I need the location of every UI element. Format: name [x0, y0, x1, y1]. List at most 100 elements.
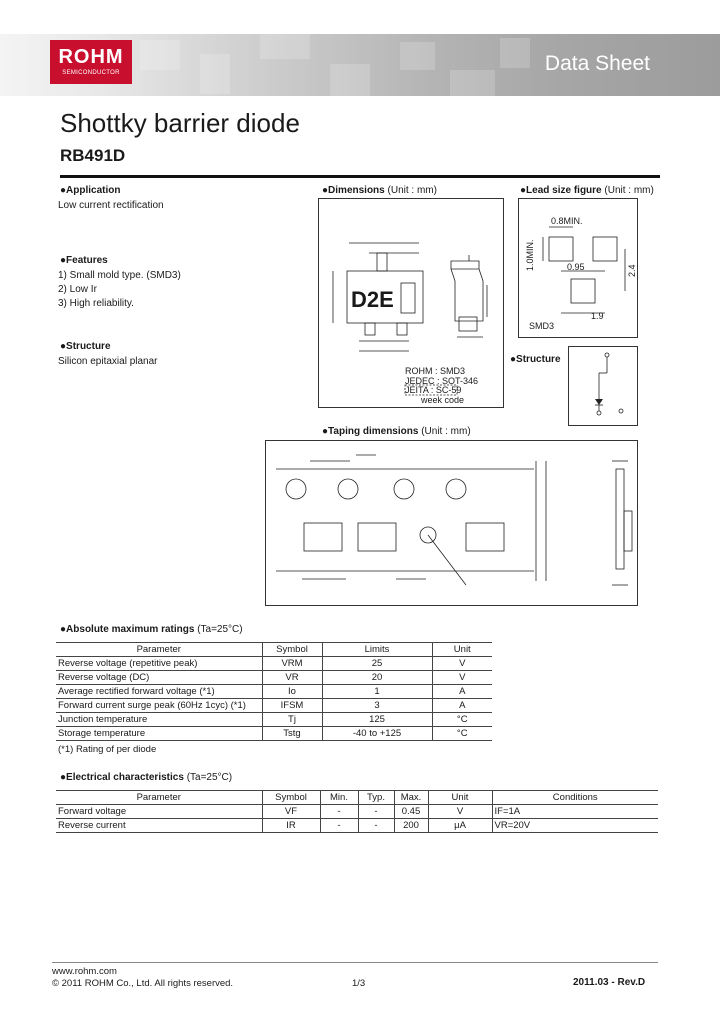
cell: -	[319, 804, 358, 819]
cell: Reverse voltage (DC)	[56, 670, 262, 685]
structure-figure	[568, 346, 638, 426]
cell: 125	[321, 712, 432, 727]
doc-type: Data Sheet	[544, 52, 650, 75]
cell: Forward voltage	[56, 804, 262, 819]
feature-item: 1) Small mold type. (SMD3)	[58, 270, 181, 281]
table-row: Storage temperature Tstg -40 to +125 °C	[56, 726, 492, 741]
diode-symbol	[595, 352, 624, 416]
col-header: Max.	[393, 790, 428, 805]
lead-label-24: 2.4	[627, 264, 637, 277]
table-row: Reverse current IR - - 200 μA VR=20V	[56, 818, 658, 833]
dimensions-unit: (Unit : mm)	[387, 185, 437, 196]
cell: Io	[261, 684, 322, 699]
col-header: Parameter	[56, 790, 262, 805]
cell: -40 to +125	[321, 726, 432, 741]
table-header-row: Parameter Symbol Min. Typ. Max. Unit Con…	[56, 790, 658, 805]
lead-label-smd3: SMD3	[529, 321, 555, 331]
cell: 0.45	[393, 804, 428, 819]
cell: IF=1A	[491, 804, 658, 819]
table-row: Forward voltage VF - - 0.45 V IF=1A	[56, 804, 658, 819]
structure-heading-text: Structure	[66, 341, 111, 352]
cell: Average rectified forward voltage (*1)	[56, 684, 262, 699]
col-header: Parameter	[56, 642, 262, 657]
logo-subtext: SEMICONDUCTOR	[62, 70, 120, 76]
taping-drawing	[276, 454, 633, 586]
rohm-logo: ROHM SEMICONDUCTOR	[50, 40, 132, 84]
taping-heading-text: Taping dimensions	[328, 426, 419, 437]
col-header: Limits	[321, 642, 432, 657]
footer-copyright: © 2011 ROHM Co., Ltd. All rights reserve…	[52, 978, 234, 989]
footer-rule	[52, 962, 658, 963]
package-line: JEDEC : SOT-346	[405, 375, 479, 386]
table-row: Reverse voltage (repetitive peak) VRM 25…	[56, 656, 492, 671]
page-title: Shottky barrier diode	[60, 108, 300, 138]
dimensions-heading-text: Dimensions	[328, 185, 385, 196]
table-row: Average rectified forward voltage (*1) I…	[56, 684, 492, 699]
cell: VRM	[261, 656, 322, 671]
cell: V	[427, 804, 492, 819]
cell: IFSM	[261, 698, 322, 713]
application-heading-text: Application	[66, 185, 121, 196]
abs-max-note: (*1) Rating of per diode	[58, 744, 157, 755]
col-header: Symbol	[261, 790, 320, 805]
abs-max-heading-text: Absolute maximum ratings	[66, 624, 195, 635]
table-row: Junction temperature Tj 125 °C	[56, 712, 492, 727]
col-header: Unit	[427, 790, 492, 805]
dimensions-heading: ●Dimensions (Unit : mm)	[322, 185, 437, 196]
cell: Junction temperature	[56, 712, 262, 727]
package-line: ROHM : SMD3	[405, 366, 466, 376]
table-row: Forward current surge peak (60Hz 1cyc) (…	[56, 698, 492, 713]
elec-heading: ●Electrical characteristics (Ta=25°C)	[60, 772, 233, 783]
package-info: ROHM : SMD3 JEDEC : SOT-346 JEITA : SC-5…	[405, 366, 479, 405]
abs-max-table: Parameter Symbol Limits Unit Reverse vol…	[56, 642, 492, 741]
col-header: Unit	[431, 642, 492, 657]
cell: 1	[321, 684, 432, 699]
cell: VR	[261, 670, 322, 685]
cell: °C	[431, 712, 492, 727]
cell: A	[431, 684, 492, 699]
package-line: JEITA : SC-59	[405, 385, 462, 395]
cell: 25	[321, 656, 432, 671]
elec-heading-text: Electrical characteristics	[66, 772, 184, 783]
cell: IR	[261, 818, 320, 833]
revision: 2011.03 - Rev.D	[573, 977, 646, 988]
lead-label-10: 1.0MIN.	[525, 239, 535, 271]
cell: Tj	[261, 712, 322, 727]
structure-heading: ●Structure	[60, 341, 111, 352]
elec-table: Parameter Symbol Min. Typ. Max. Unit Con…	[56, 790, 658, 833]
logo-text: ROHM	[58, 46, 124, 68]
cell: μA	[427, 818, 492, 833]
lead-label-095: 0.95	[567, 262, 585, 272]
cell: 3	[321, 698, 432, 713]
dimensions-drawing	[332, 242, 488, 396]
dimensions-figure: D2E ROHM : SMD3 JEDEC : SOT-346 JEITA : …	[318, 198, 504, 408]
abs-max-heading: ●Absolute maximum ratings (Ta=25°C)	[60, 624, 243, 635]
cell: Reverse voltage (repetitive peak)	[56, 656, 262, 671]
cell: VR=20V	[491, 818, 658, 833]
page-number: 1/3	[352, 978, 366, 989]
table-row: Reverse voltage (DC) VR 20 V	[56, 670, 492, 685]
lead-size-figure: 0.8MIN. 1.0MIN. 0.95 2.4 1.9 SMD3	[518, 198, 638, 338]
abs-max-cond: (Ta=25°C)	[197, 624, 243, 635]
footer-url[interactable]: www.rohm.com	[52, 966, 117, 977]
week-code-label: week code	[421, 394, 465, 405]
lead-size-heading-text: Lead size figure	[526, 185, 602, 196]
col-header: Conditions	[491, 790, 658, 805]
part-number: RB491D	[60, 146, 126, 165]
col-header: Symbol	[261, 642, 322, 657]
cell: °C	[431, 726, 492, 741]
taping-heading: ●Taping dimensions (Unit : mm)	[322, 426, 471, 437]
title-rule	[60, 175, 660, 178]
col-header: Typ.	[357, 790, 394, 805]
cell: 20	[321, 670, 432, 685]
features-heading-text: Features	[66, 255, 108, 266]
lead-size-heading: ●Lead size figure (Unit : mm)	[520, 185, 654, 196]
header-banner	[0, 34, 720, 96]
structure-text: Silicon epitaxial planar	[58, 356, 158, 367]
elec-cond: (Ta=25°C)	[186, 772, 233, 783]
features-heading: ●Features	[60, 255, 108, 266]
cell: 200	[393, 818, 428, 833]
lead-label-08: 0.8MIN.	[551, 216, 583, 226]
lead-size-drawing	[542, 226, 626, 314]
cell: Storage temperature	[56, 726, 262, 741]
